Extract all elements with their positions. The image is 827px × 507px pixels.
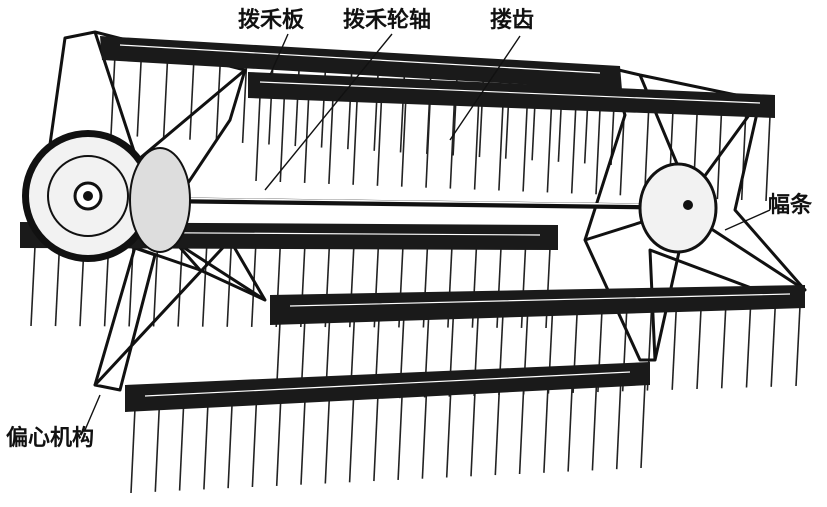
tine [348, 397, 355, 483]
left-spider-hub [129, 147, 191, 253]
tine [696, 308, 702, 390]
leader-lou-chi [449, 35, 521, 141]
bat-bars [20, 36, 805, 412]
tine [421, 393, 428, 479]
tine [177, 246, 183, 327]
bat-bar-highlights [39, 44, 791, 397]
tine [591, 385, 598, 471]
tine [30, 245, 36, 327]
label-leader-lines [84, 33, 771, 431]
tine [324, 398, 331, 484]
reel-shaft [149, 197, 691, 210]
tine [449, 103, 456, 189]
tine [619, 110, 626, 196]
tine [498, 105, 504, 191]
tine [595, 109, 601, 195]
tine [54, 246, 61, 327]
tine [400, 101, 407, 187]
tine [543, 387, 549, 473]
tine [522, 106, 528, 192]
tine [279, 96, 286, 183]
reel-shaft-highlight [149, 197, 691, 206]
tine [397, 394, 403, 480]
tine [152, 246, 159, 327]
left-hub [22, 130, 191, 262]
right-hub-center [683, 200, 693, 210]
tine [470, 391, 476, 477]
tine [373, 396, 379, 482]
tine [226, 246, 232, 327]
tine [241, 62, 248, 143]
tine [303, 97, 310, 183]
right-spoke-inner [584, 74, 806, 361]
right-hub-disk [638, 162, 718, 254]
tine [251, 401, 258, 488]
tine [189, 59, 195, 140]
reel-frame [38, 30, 807, 392]
tine [201, 246, 208, 327]
leader-fu-tiao [724, 209, 771, 231]
tine [494, 390, 501, 476]
tine [275, 400, 282, 486]
tine [130, 407, 136, 494]
tine [795, 305, 801, 387]
leader-pianxin [84, 394, 101, 431]
tine [640, 382, 646, 469]
tine [328, 98, 334, 184]
tine [765, 115, 771, 202]
tine [250, 246, 257, 327]
tine [745, 307, 752, 388]
tine [643, 111, 650, 197]
tine [178, 405, 185, 491]
label-eccentric-mechanism: 偏心机构 [6, 426, 95, 451]
label-spokes: 幅条 [768, 193, 813, 218]
tine [376, 100, 383, 186]
tine [740, 114, 747, 201]
tine [215, 61, 222, 142]
reel-shaft-line [149, 197, 691, 210]
bat-bar-top-back [100, 36, 622, 90]
tine [300, 399, 306, 485]
tine [110, 54, 116, 136]
tine [425, 102, 431, 188]
label-reel-shaft: 拨禾轮轴 [343, 8, 432, 33]
tine [570, 108, 577, 194]
leader-bohe-zhou [264, 33, 393, 191]
tine [154, 406, 161, 492]
tine [136, 56, 143, 137]
tine [445, 392, 452, 478]
tines-layer [30, 54, 801, 494]
tine [567, 386, 573, 472]
tine [103, 246, 110, 327]
tine [671, 309, 677, 390]
eccentric-disk-pin [83, 191, 93, 201]
tine [227, 403, 233, 489]
tine [203, 404, 209, 490]
tine [546, 107, 553, 193]
tine [473, 104, 480, 190]
eccentric-disk-ring [47, 155, 129, 237]
tine [770, 306, 776, 387]
bat-bar-bottom [125, 362, 650, 412]
leader-bohe-ban [269, 33, 289, 76]
label-tines: 搂齿 [490, 8, 535, 33]
right-hub [638, 162, 718, 254]
bat-bar-lower [270, 285, 805, 325]
label-bat-board: 拨禾板 [238, 8, 305, 33]
tine [615, 384, 622, 470]
tine [352, 99, 358, 185]
tine [518, 388, 525, 475]
tine [162, 58, 169, 139]
bat-bar-top-front [248, 72, 775, 118]
tine [720, 308, 727, 389]
tine [255, 95, 261, 182]
